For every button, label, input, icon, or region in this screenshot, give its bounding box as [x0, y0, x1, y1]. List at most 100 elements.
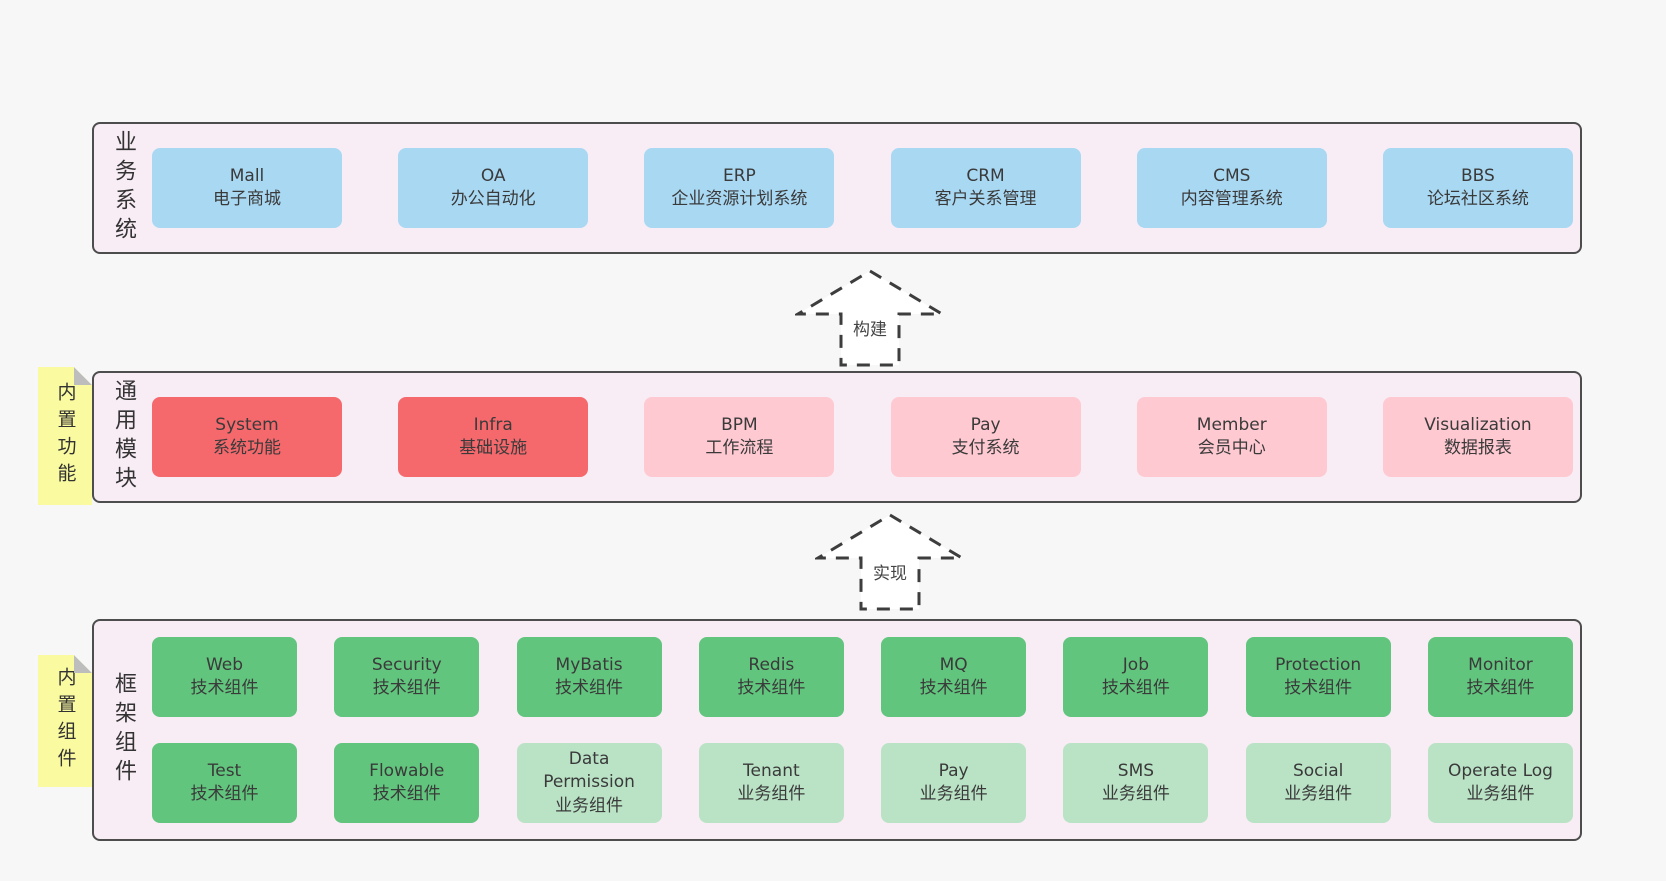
section-label-components: 框架组件: [94, 621, 152, 839]
arrow-implement-label: 实现: [870, 558, 910, 585]
arrow-implement: 实现: [815, 512, 965, 612]
box-pay-system: Pay 支付系统: [890, 397, 1081, 477]
box-subtitle: 电子商城: [213, 189, 281, 209]
box-cms: CMS 内容管理系统: [1136, 148, 1327, 228]
box-subtitle: 业务组件: [1466, 784, 1535, 804]
box-erp: ERP 企业资源计划系统: [644, 148, 835, 228]
box-title: Tenant: [743, 760, 800, 781]
box-title: System: [215, 414, 279, 435]
box-subtitle: 支付系统: [951, 438, 1020, 458]
box-monitor: Monitor 技术组件: [1427, 637, 1573, 717]
section-label-modules: 通用模块: [94, 373, 152, 501]
box-subtitle: 技术组件: [372, 678, 441, 698]
box-subtitle: 技术组件: [1101, 678, 1170, 698]
box-subtitle: 论坛社区系统: [1426, 189, 1529, 209]
box-subtitle: 技术组件: [737, 678, 806, 698]
box-subtitle: 技术组件: [190, 678, 259, 698]
box-subtitle: 会员中心: [1197, 438, 1266, 458]
box-title: Visualization: [1424, 414, 1532, 435]
box-infra: Infra 基础设施: [398, 397, 589, 477]
box-redis: Redis 技术组件: [698, 637, 844, 717]
note-built-in-features: 内置功能: [38, 367, 92, 505]
box-tenant: Tenant 业务组件: [698, 743, 844, 823]
box-bpm: BPM 工作流程: [644, 397, 835, 477]
box-data-permission: Data Permission 业务组件: [516, 743, 662, 823]
components-row-1: Web 技术组件 Security 技术组件 MyBatis 技术组件 Redi…: [152, 637, 1573, 717]
section-framework-components: 框架组件 Web 技术组件 Security 技术组件 MyBatis 技术组件…: [92, 619, 1582, 841]
note-built-in-components: 内置组件: [38, 655, 92, 787]
box-pay-component: Pay 业务组件: [881, 743, 1027, 823]
box-subtitle: 业务组件: [919, 784, 988, 804]
section-label-business: 业务系统: [94, 124, 152, 252]
box-title: Security: [371, 654, 442, 675]
box-title: SMS: [1117, 760, 1155, 781]
box-title: BBS: [1461, 165, 1495, 186]
box-crm: CRM 客户关系管理: [890, 148, 1081, 228]
folded-corner-icon: [74, 367, 92, 385]
box-security: Security 技术组件: [334, 637, 480, 717]
box-title: Redis: [748, 654, 795, 675]
box-member: Member 会员中心: [1136, 397, 1327, 477]
box-mall: Mall 电子商城: [152, 148, 342, 228]
box-title: Pay: [938, 760, 969, 781]
box-mq: MQ 技术组件: [881, 637, 1027, 717]
arrow-build-label: 构建: [850, 314, 890, 341]
box-title: Test: [207, 760, 242, 781]
box-social: Social 业务组件: [1245, 743, 1391, 823]
section-label-text: 通用模块: [111, 379, 136, 495]
box-subtitle: 技术组件: [1466, 678, 1535, 698]
section-label-text: 业务系统: [111, 130, 136, 246]
box-title: Web: [205, 654, 244, 675]
box-title: ERP: [722, 165, 756, 186]
box-protection: Protection 技术组件: [1245, 637, 1391, 717]
section-common-modules: 通用模块 System 系统功能 Infra 基础设施 BPM 工作流程 Pay: [92, 371, 1582, 503]
note-text: 内置组件: [54, 667, 77, 775]
folded-corner-icon: [74, 655, 92, 673]
box-title: OA: [480, 165, 506, 186]
box-subtitle: 基础设施: [459, 438, 528, 458]
box-subtitle: 业务组件: [1101, 784, 1170, 804]
box-title: Operate Log: [1448, 760, 1553, 781]
modules-row: System 系统功能 Infra 基础设施 BPM 工作流程 Pay 支付系统…: [152, 397, 1573, 477]
box-title: Flowable: [369, 760, 445, 781]
box-title: Data Permission: [543, 748, 635, 793]
box-subtitle: 内容管理系统: [1180, 189, 1283, 209]
box-title: Monitor: [1468, 654, 1533, 675]
components-row-area: Web 技术组件 Security 技术组件 MyBatis 技术组件 Redi…: [152, 621, 1573, 839]
box-subtitle: 企业资源计划系统: [671, 189, 808, 209]
box-bbs: BBS 论坛社区系统: [1382, 148, 1573, 228]
box-title: MQ: [939, 654, 968, 675]
section-business-systems: 业务系统 Mall 电子商城 OA 办公自动化 ERP 企业资源计划系统 CRM: [92, 122, 1582, 254]
section-label-text: 框架组件: [111, 672, 136, 788]
box-test: Test 技术组件: [152, 743, 297, 823]
box-title: Pay: [970, 414, 1001, 435]
box-subtitle: 系统功能: [213, 438, 281, 458]
box-operate-log: Operate Log 业务组件: [1427, 743, 1573, 823]
box-job: Job 技术组件: [1063, 637, 1209, 717]
box-system: System 系统功能: [152, 397, 342, 477]
box-title: Job: [1122, 654, 1150, 675]
arrow-build: 构建: [795, 268, 945, 368]
box-oa: OA 办公自动化: [398, 148, 589, 228]
box-visualization: Visualization 数据报表: [1382, 397, 1573, 477]
box-subtitle: 办公自动化: [450, 189, 536, 209]
box-subtitle: 技术组件: [919, 678, 988, 698]
note-text: 内置功能: [54, 382, 77, 490]
box-subtitle: 技术组件: [1284, 678, 1353, 698]
box-title: BPM: [721, 414, 758, 435]
box-title: MyBatis: [555, 654, 623, 675]
box-web: Web 技术组件: [152, 637, 297, 717]
box-subtitle: 业务组件: [737, 784, 806, 804]
box-subtitle: 技术组件: [372, 784, 441, 804]
business-row: Mall 电子商城 OA 办公自动化 ERP 企业资源计划系统 CRM 客户关系…: [152, 148, 1573, 228]
box-title: Mall: [229, 165, 265, 186]
box-subtitle: 数据报表: [1443, 438, 1512, 458]
box-subtitle: 客户关系管理: [934, 189, 1037, 209]
box-title: Member: [1196, 414, 1267, 435]
box-subtitle: 技术组件: [190, 784, 259, 804]
box-title: Protection: [1275, 654, 1362, 675]
box-subtitle: 技术组件: [555, 678, 624, 698]
box-mybatis: MyBatis 技术组件: [516, 637, 662, 717]
business-row-area: Mall 电子商城 OA 办公自动化 ERP 企业资源计划系统 CRM 客户关系…: [152, 124, 1573, 252]
